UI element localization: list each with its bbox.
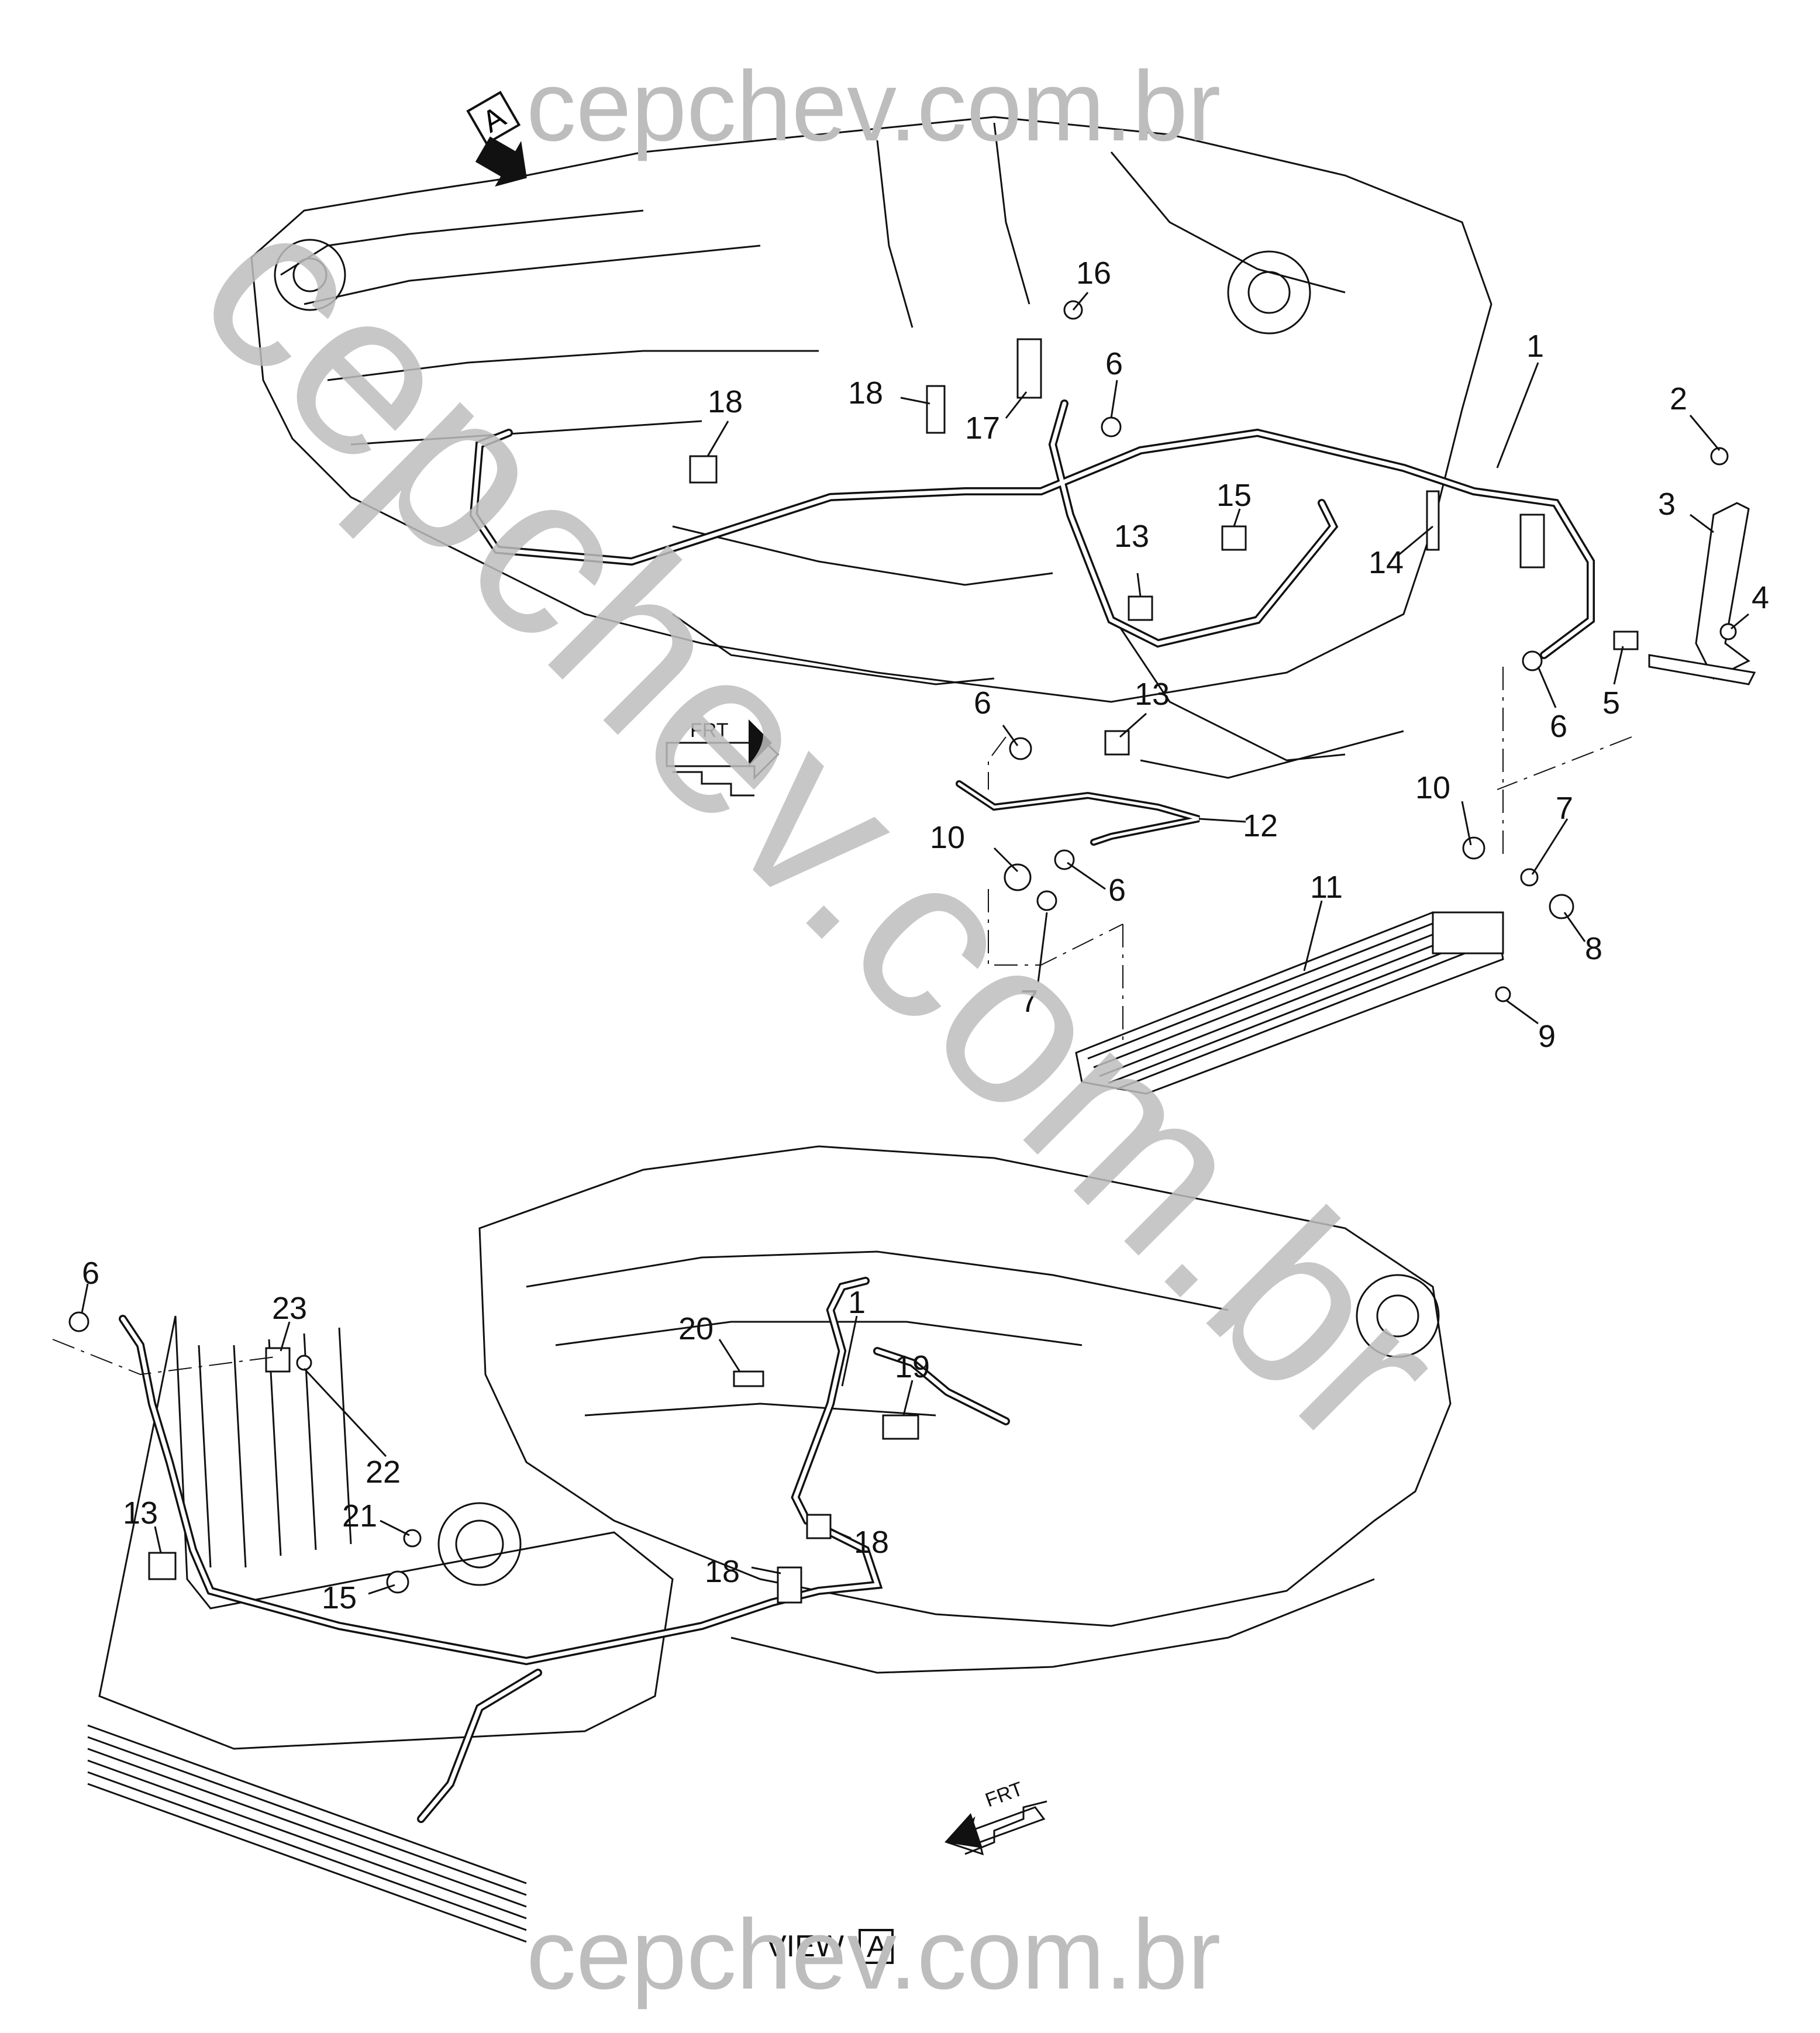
callout-19: 19 <box>895 1349 930 1384</box>
front-arrow-upper: FRT <box>666 719 780 797</box>
leader-lines-lower <box>81 1283 914 1595</box>
callout-6: 6 <box>82 1256 99 1291</box>
callout-13: 13 <box>123 1496 158 1531</box>
view-caption-prefix: VIEW <box>766 1929 844 1963</box>
callout-13: 13 <box>1135 677 1170 712</box>
cooler-lines-upper-inner <box>471 401 1593 657</box>
callout-12: 12 <box>1243 808 1278 843</box>
callout-3: 3 <box>1658 487 1676 522</box>
callout-4: 4 <box>1752 580 1769 615</box>
lower-engine-assembly <box>98 1145 1452 1750</box>
callouts-lower: 6 23 20 1 19 22 13 21 18 18 15 <box>82 1256 930 1615</box>
view-caption-box <box>859 1929 894 1964</box>
callout-9: 9 <box>1538 1019 1556 1054</box>
callout-15: 15 <box>322 1580 357 1615</box>
callout-22: 22 <box>366 1455 401 1490</box>
callout-6: 6 <box>1105 346 1123 381</box>
callout-15: 15 <box>1216 478 1252 513</box>
callout-18: 18 <box>848 375 883 411</box>
view-a-caption: VIEW A <box>766 1929 894 1964</box>
callout-1: 1 <box>848 1285 866 1320</box>
callout-14: 14 <box>1369 545 1404 580</box>
callout-18: 18 <box>708 384 743 419</box>
callout-17: 17 <box>965 411 1000 446</box>
callout-23: 23 <box>272 1291 307 1326</box>
callout-7: 7 <box>1556 791 1573 826</box>
bracket-3 <box>1648 502 1756 685</box>
callout-1: 1 <box>1526 329 1544 364</box>
leader-lines-upper <box>706 292 1749 1025</box>
fasteners-upper <box>689 300 1737 1002</box>
dash-lines-lower <box>52 1339 275 1376</box>
view-a-marker: A <box>466 91 527 187</box>
front-arrow-lower: FRT <box>945 1777 1047 1856</box>
callout-10: 10 <box>930 820 965 855</box>
watermark-bottom: cepchev.com.br <box>526 1899 1221 2010</box>
callout-6: 6 <box>1550 709 1567 744</box>
callout-6: 6 <box>974 685 991 721</box>
callout-7: 7 <box>1021 984 1038 1019</box>
lower-cooler-core <box>87 1724 527 1943</box>
callout-10: 10 <box>1415 770 1450 805</box>
callouts-upper: 16 6 1 2 18 18 17 3 15 4 13 14 5 6 6 13 … <box>708 256 1769 1054</box>
callout-13: 13 <box>1114 519 1149 554</box>
callout-18: 18 <box>854 1525 889 1560</box>
callout-16: 16 <box>1076 256 1111 291</box>
dash-lines-upper <box>988 667 1632 1047</box>
frt-label-lower: FRT <box>983 1777 1026 1811</box>
view-a-arrow-icon <box>475 136 527 187</box>
upper-engine-assembly <box>250 116 1545 779</box>
callout-5: 5 <box>1602 685 1620 721</box>
watermark-diagonal: cepchev.com.br <box>151 154 1492 1496</box>
oil-cooler-11 <box>1075 911 1504 1095</box>
callout-11: 11 <box>1310 870 1343 905</box>
callout-18: 18 <box>705 1554 740 1589</box>
watermark-top: cepchev.com.br <box>526 51 1221 162</box>
cooler-pipe-12-inner <box>957 782 1199 844</box>
callout-21: 21 <box>342 1498 377 1534</box>
view-caption-letter: A <box>867 1930 887 1964</box>
fasteners-lower <box>68 1311 919 1604</box>
callout-6: 6 <box>1108 873 1126 908</box>
view-a-box <box>466 91 521 146</box>
callout-2: 2 <box>1670 381 1687 416</box>
callout-20: 20 <box>678 1311 713 1346</box>
callout-8: 8 <box>1585 931 1602 966</box>
frt-label-upper: FRT <box>690 719 728 742</box>
